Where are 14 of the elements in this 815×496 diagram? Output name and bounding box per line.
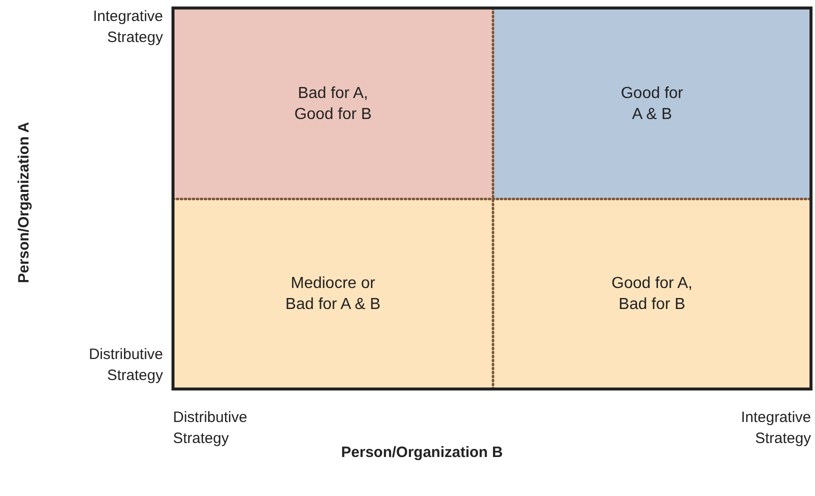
- axis-tick-label: Integrative Strategy: [740, 408, 811, 449]
- quadrant-label: Good for A, Bad for B: [610, 274, 694, 315]
- axis-tick-label: Integrative Strategy: [92, 7, 163, 48]
- quadrant-label: Good for A & B: [620, 84, 684, 124]
- axis-tick-label: Distributive Strategy: [173, 408, 248, 449]
- quadrant-box: [173, 8, 493, 199]
- axis-tick-label: Distributive Strategy: [88, 345, 163, 386]
- axis-title: Person/Organization B: [340, 443, 504, 463]
- quadrant-label: Mediocre or Bad for A & B: [284, 274, 382, 315]
- axis-title: Person/Organization A: [14, 120, 34, 286]
- quadrant-box: [493, 199, 811, 389]
- quadrant-label: Bad for A, Good for B: [293, 84, 373, 124]
- quadrant-box: [493, 8, 811, 199]
- quadrant-box: [173, 199, 493, 389]
